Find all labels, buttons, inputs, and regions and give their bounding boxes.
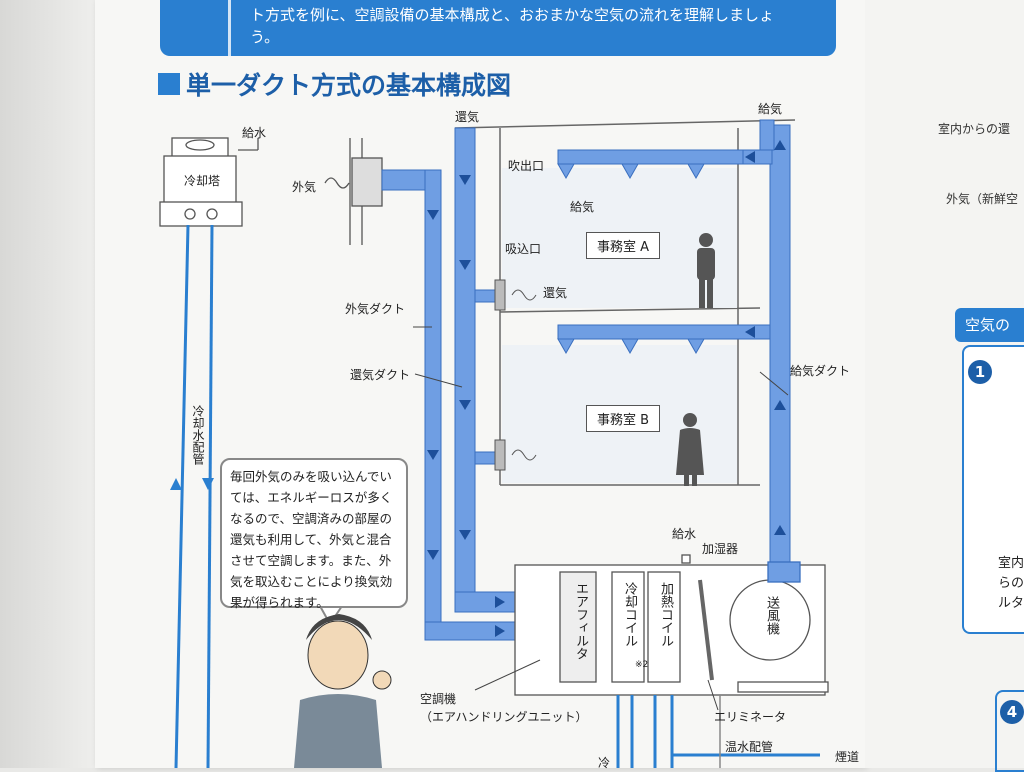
right-page-fragment-2: らの	[998, 576, 1024, 591]
label-flue: 煙道	[835, 750, 860, 764]
right-page-text-1: 室内からの還	[938, 122, 1011, 136]
ducts	[381, 119, 791, 641]
section-heading-text: 単一ダクト方式の基本構成図	[186, 71, 512, 100]
label-air-filter: エアフィルタ	[573, 582, 588, 660]
label-outdoor-duct: 外気ダクト	[345, 302, 406, 316]
right-page-panel	[962, 345, 1024, 634]
label-return-air-room: 還気	[543, 286, 568, 300]
character-illustration	[294, 614, 392, 768]
diffusers	[557, 163, 705, 355]
cooling-tower	[159, 137, 259, 227]
label-cooling-tower: 冷却塔	[184, 174, 221, 188]
label-eliminator: エリミネータ	[714, 710, 787, 724]
right-page-badge: 空気の	[955, 308, 1024, 342]
label-heating-coil: 加熱コイル	[658, 582, 673, 647]
intro-box: ト方式を例に、空調設備の基本構成と、おおまかな空気の流れを理解しましょ う。	[160, 0, 836, 56]
label-return-air-top: 還気	[455, 110, 480, 124]
label-cooling-water-pipe: 冷却水配管	[191, 405, 205, 465]
label-hot-water-pipe: 温水配管	[725, 740, 774, 754]
heading-square-icon	[158, 73, 180, 95]
label-room-a: 事務室 A	[586, 232, 661, 259]
label-supply-duct: 給気ダクト	[790, 364, 851, 378]
return-grilles	[494, 279, 537, 471]
coil-pipes	[616, 695, 820, 768]
leader-lines	[413, 326, 789, 711]
label-water-supply-top: 給水	[242, 126, 267, 140]
label-ahu-sub: （エアハンドリングユニット）	[420, 710, 588, 724]
speech-bubble: 毎回外気のみを吸い込んでいては、エネルギーロスが多くなるので、空調済みの部屋の還…	[220, 458, 408, 610]
label-humidifier: 加湿器	[702, 542, 739, 556]
speech-text: 毎回外気のみを吸い込んでいては、エネルギーロスが多くなるので、空調済みの部屋の還…	[230, 469, 393, 610]
label-return-duct: 還気ダクト	[350, 368, 411, 382]
intro-text: ト方式を例に、空調設備の基本構成と、おおまかな空気の流れを理解しましょ う。	[250, 4, 820, 48]
intro-line-1: ト方式を例に、空調設備の基本構成と、おおまかな空気の流れを理解しましょ	[250, 6, 774, 24]
label-bottom-fragment: 冷	[598, 756, 611, 770]
label-inlet: 吸込口	[505, 242, 542, 256]
section-heading: 単一ダクト方式の基本構成図	[158, 66, 511, 102]
flow-arrows	[427, 140, 786, 637]
person-silhouettes	[676, 233, 715, 486]
cooling-water-pipe	[170, 224, 214, 768]
label-ahu: 空調機	[420, 692, 457, 706]
right-page-badge-text: 空気の	[965, 316, 1011, 334]
right-page-number-1: 1	[968, 360, 992, 384]
air-handling-unit	[514, 554, 829, 696]
label-outdoor-air: 外気	[292, 180, 317, 194]
right-page-text-2: 外気（新鮮空	[946, 192, 1019, 206]
label-supply-air-top: 給気	[758, 102, 783, 116]
label-supply-air-room: 給気	[570, 200, 595, 214]
label-water-supply: 給水	[672, 527, 697, 541]
label-room-b: 事務室 B	[586, 405, 661, 432]
label-note-mark: ※2	[635, 660, 649, 670]
label-outlet: 吹出口	[508, 159, 545, 173]
intro-divider	[228, 0, 231, 56]
right-page-fragment-3: ルタ	[998, 596, 1024, 611]
intro-line-2: う。	[250, 28, 280, 46]
label-cooling-coil: 冷却コイル	[622, 582, 637, 647]
outdoor-air-louver	[324, 138, 383, 245]
right-page-number-2: 4	[1000, 700, 1024, 724]
right-page-fragment-1: 室内	[998, 556, 1024, 571]
label-fan: 送風機	[764, 596, 779, 635]
